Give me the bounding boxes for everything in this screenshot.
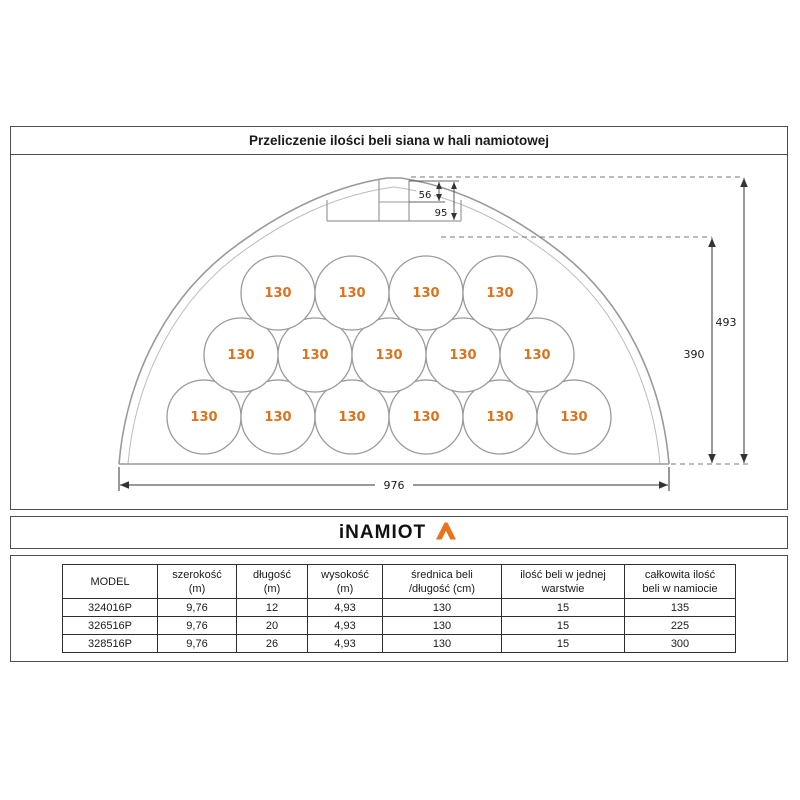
cell-total-bales: 135 [624,598,736,617]
page-title: Przeliczenie ilości beli siana w hali na… [11,127,787,155]
dimension-label-wall-height: 390 [684,348,705,361]
hay-bale [499,317,575,393]
table-panel: MODEL szerokość(m) długość(m) wysokość(m… [10,555,788,662]
hay-bale [536,379,612,455]
bale-diameter-label: 130 [412,410,439,425]
table-row: 324016P 9,76 12 4,93 130 15 135 [62,598,736,617]
col-header-width: szerokość(m) [157,564,237,599]
spec-table: MODEL szerokość(m) długość(m) wysokość(m… [62,564,736,653]
dimension-label-vent-large: 95 [435,208,448,219]
bale-diameter-label: 130 [375,348,402,363]
cell-bales-per-layer: 15 [501,634,625,653]
cell-length: 26 [236,634,308,653]
cell-height: 4,93 [307,598,383,617]
bale-diameter-label: 130 [449,348,476,363]
bale-diameter-label: 130 [486,286,513,301]
col-header-bale-diameter: średnica beli/długość (cm) [382,564,502,599]
cell-bales-per-layer: 15 [501,616,625,635]
tent-outer-outline [118,177,670,465]
bale-diameter-label: 130 [338,410,365,425]
cell-width: 9,76 [157,598,237,617]
cell-bale-diameter: 130 [382,598,502,617]
bale-diameter-label: 130 [560,410,587,425]
dimension-label-total-height: 493 [716,316,737,329]
diagram-panel: Przeliczenie ilości beli siana w hali na… [10,126,788,510]
tent-cross-section-diagram: 130 130 130 130 130 130 130 130 130 130 … [118,176,752,492]
logo-panel: iNAMIOT [10,516,788,549]
cell-total-bales: 300 [624,634,736,653]
tent-logo-icon [433,520,459,546]
hay-bale [462,255,538,331]
hay-bales: 130 130 130 130 130 130 130 130 130 130 … [166,255,612,455]
bale-diameter-label: 130 [486,410,513,425]
col-header-model: MODEL [62,564,158,599]
tent-inner-outline [127,186,661,465]
cell-bales-per-layer: 15 [501,598,625,617]
cell-height: 4,93 [307,634,383,653]
cell-width: 9,76 [157,634,237,653]
bale-diameter-label: 130 [412,286,439,301]
dimensions: 493 390 976 56 95 [118,176,752,492]
cell-length: 12 [236,598,308,617]
table-header-row: MODEL szerokość(m) długość(m) wysokość(m… [62,564,736,599]
bale-diameter-label: 130 [190,410,217,425]
dimension-label-width: 976 [384,479,405,492]
bale-diameter-label: 130 [264,410,291,425]
cell-model: 326516P [62,616,158,635]
cell-bale-diameter: 130 [382,616,502,635]
bale-diameter-label: 130 [338,286,365,301]
bale-diameter-label: 130 [264,286,291,301]
cell-model: 328516P [62,634,158,653]
cell-total-bales: 225 [624,616,736,635]
bale-diameter-label: 130 [523,348,550,363]
bale-diameter-label: 130 [301,348,328,363]
col-header-height: wysokość(m) [307,564,383,599]
cell-bale-diameter: 130 [382,634,502,653]
logo-text: iNAMIOT [338,521,427,543]
cell-width: 9,76 [157,616,237,635]
tent-structure [118,177,670,465]
table-row: 326516P 9,76 20 4,93 130 15 225 [62,616,736,635]
table-row: 328516P 9,76 26 4,93 130 15 300 [62,634,736,653]
bale-diameter-label: 130 [227,348,254,363]
cell-model: 324016P [62,598,158,617]
cell-height: 4,93 [307,616,383,635]
col-header-length: długość(m) [236,564,308,599]
cell-length: 20 [236,616,308,635]
dimension-label-vent-small: 56 [419,190,432,201]
